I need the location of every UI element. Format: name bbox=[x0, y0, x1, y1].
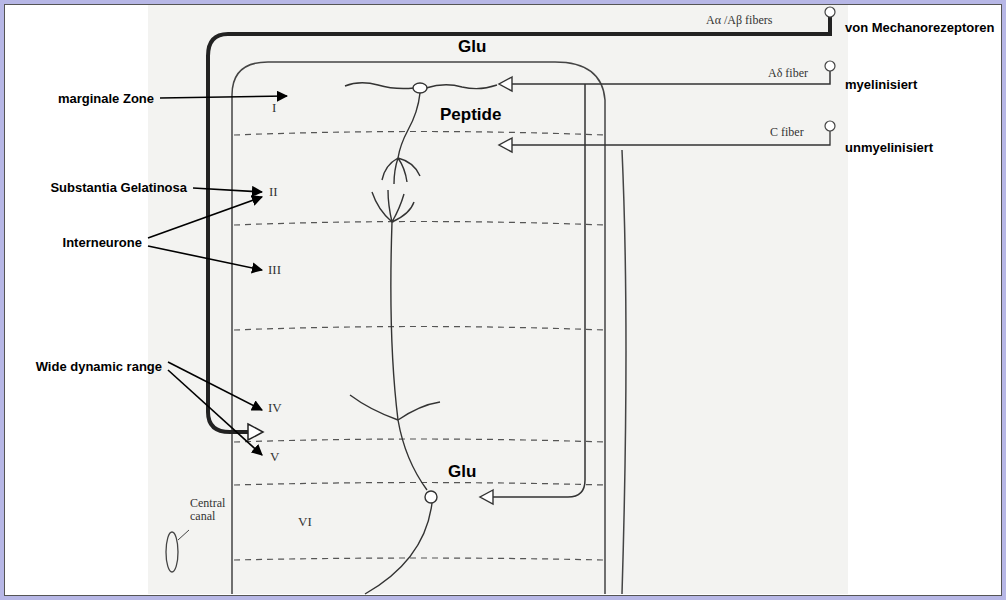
ganglion-cell bbox=[825, 7, 835, 17]
lamina-boundary bbox=[234, 558, 604, 560]
lamina-number: II bbox=[269, 184, 278, 200]
fiber-label: Aα /Aβ fibers bbox=[706, 13, 772, 28]
transmitter-label: Peptide bbox=[440, 105, 501, 125]
synapse-terminal bbox=[480, 490, 493, 504]
dendrite-branches bbox=[382, 158, 420, 184]
synapse-terminal bbox=[499, 77, 512, 91]
cell-body bbox=[425, 491, 437, 503]
dendrite-branches bbox=[372, 190, 414, 222]
leader-arrow bbox=[168, 370, 262, 455]
dendrite bbox=[391, 222, 427, 490]
dendrite bbox=[350, 395, 440, 420]
leader-arrow bbox=[160, 96, 287, 98]
lamina-number: III bbox=[268, 262, 281, 278]
transmitter-label: Glu bbox=[458, 37, 486, 57]
lamina-boundary bbox=[234, 132, 604, 136]
ganglion-cell bbox=[825, 61, 835, 71]
lamina-number: I bbox=[272, 100, 276, 116]
structure-label: Central canal bbox=[190, 497, 236, 523]
synapse-terminal bbox=[248, 424, 263, 440]
transmitter-label: Glu bbox=[448, 462, 476, 482]
neuron-process bbox=[398, 93, 420, 158]
grey-matter-outline bbox=[232, 62, 605, 594]
leader-arrow bbox=[148, 197, 262, 238]
lamina-boundary bbox=[234, 327, 604, 331]
leader-arrow bbox=[168, 362, 262, 410]
region-label: Interneurone bbox=[63, 235, 142, 250]
dendrite bbox=[426, 85, 497, 89]
lamina-number: VI bbox=[298, 514, 312, 530]
lamina-boundary bbox=[234, 483, 604, 486]
region-label: marginale Zone bbox=[58, 91, 154, 106]
ganglion-cell bbox=[825, 121, 835, 131]
fiber-label: Aδ fiber bbox=[768, 66, 808, 81]
fiber-note: myelinisiert bbox=[845, 77, 917, 92]
axon bbox=[365, 503, 432, 594]
region-label: Wide dynamic range bbox=[36, 359, 162, 374]
lamina-boundary bbox=[234, 439, 604, 442]
a-delta-collateral bbox=[493, 84, 585, 497]
a-beta-fiber bbox=[208, 17, 830, 432]
lamina-number: IV bbox=[268, 400, 282, 416]
cell-body bbox=[413, 83, 427, 93]
lamina-boundary bbox=[234, 222, 604, 226]
fiber-label: C fiber bbox=[770, 125, 804, 140]
fiber-note: von Mechanorezeptoren bbox=[845, 20, 995, 35]
root-entry-line bbox=[622, 150, 626, 594]
lamina-number: V bbox=[270, 449, 279, 465]
region-label: Substantia Gelatinosa bbox=[50, 180, 187, 195]
scan-ground bbox=[148, 5, 848, 594]
synapse-terminal bbox=[499, 138, 512, 152]
leader-arrow bbox=[148, 246, 262, 270]
fiber-note: unmyelinisiert bbox=[845, 140, 933, 155]
central-canal bbox=[166, 532, 178, 572]
leader-line bbox=[178, 530, 189, 540]
dendrite bbox=[345, 83, 414, 89]
leader-arrow bbox=[193, 188, 262, 192]
